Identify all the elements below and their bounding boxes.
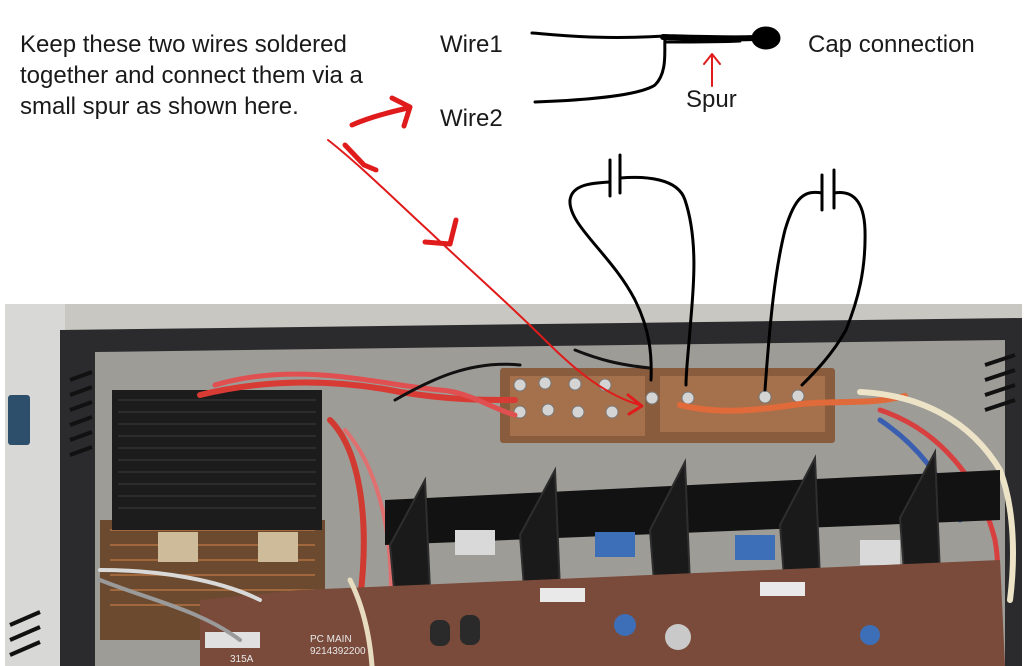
pcb-label-main: PC MAIN [310, 634, 352, 645]
wire1-line [530, 31, 667, 39]
cap-connection-label: Cap connection [808, 31, 975, 58]
wire2-label: Wire2 [440, 105, 503, 132]
red-annotations [327, 53, 721, 416]
heatsink [385, 448, 1000, 602]
main-pcb: PC MAIN 9214392200 315A [200, 560, 1005, 666]
amplifier-photo: PC MAIN 9214392200 315A [5, 304, 1022, 666]
wire2-line [533, 36, 667, 104]
instruction-line-3: small spur as shown here. [20, 93, 299, 120]
spur-line [660, 34, 758, 42]
instruction-line-1: Keep these two wires soldered [20, 31, 347, 58]
capacitor-1 [568, 153, 696, 387]
terminal-board [500, 368, 835, 443]
wire1-label: Wire1 [440, 31, 503, 58]
schematic-wires [530, 26, 867, 392]
spur-label: Spur [686, 86, 737, 113]
instruction-text: Keep these two wires soldered together a… [20, 29, 363, 122]
arrow-to-wires-icon [349, 95, 413, 129]
arrow-to-board-icon [327, 139, 644, 416]
capacitor-2 [763, 168, 867, 392]
cap-connection-blob [751, 26, 781, 50]
fuse-label: 315A [230, 654, 254, 665]
instruction-line-2: together and connect them via a [20, 62, 363, 89]
spur-arrow-icon [703, 53, 721, 87]
pcb-label-part: 9214392200 [310, 646, 366, 657]
